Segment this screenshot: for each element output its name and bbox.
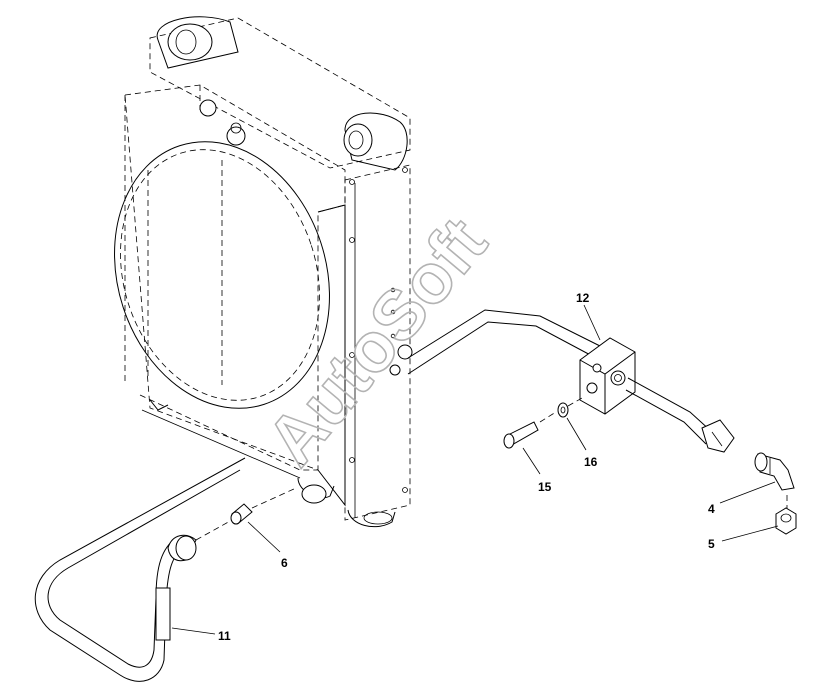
lower-hose-11 [34, 457, 246, 682]
manifold-block-12 [579, 337, 636, 415]
connector-6 [230, 503, 253, 525]
nut-5 [775, 507, 797, 535]
callout-12: 12 [576, 291, 590, 305]
bolt-15 [503, 421, 539, 449]
upper-tube [407, 309, 601, 375]
leader-lines [171, 304, 779, 635]
callout-4: 4 [708, 502, 715, 516]
callout-6: 6 [281, 556, 288, 570]
watermark: AutoSoft [252, 203, 502, 479]
callout-11: 11 [218, 629, 231, 643]
right-hose [625, 377, 735, 453]
elbow-fitting-4 [754, 452, 795, 491]
callout-16: 16 [584, 455, 598, 469]
radiator-assembly [114, 16, 413, 528]
callout-15: 15 [538, 480, 552, 494]
washer-16 [557, 402, 569, 418]
callout-5: 5 [708, 537, 715, 551]
